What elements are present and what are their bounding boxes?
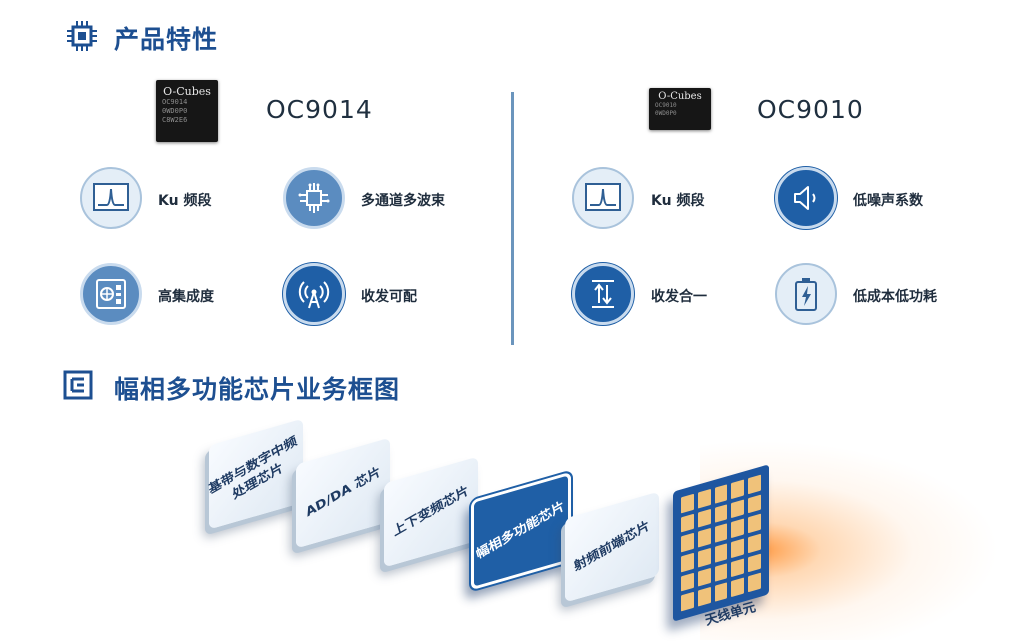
- column-divider: [511, 92, 514, 345]
- speaker-icon: [775, 167, 837, 229]
- section-title-features: 产品特性: [114, 25, 219, 54]
- chip-marking: C8W2E6: [162, 116, 188, 124]
- feature-label: 低噪声系数: [853, 193, 923, 209]
- diagram-block-updown-converter: 上下变频芯片: [384, 456, 478, 568]
- processor-icon: [283, 167, 345, 229]
- chip-section-icon: [66, 20, 98, 52]
- block-label: AD/DA 芯片: [303, 464, 382, 521]
- feature-label: 高集成度: [158, 289, 214, 305]
- model-name-oc9010: OC9010: [757, 95, 864, 124]
- chip-image-oc9014: O-Cubes OC9014 0WD0P0 C8W2E6: [156, 80, 218, 142]
- section-title-block-diagram: 幅相多功能芯片业务框图: [114, 375, 401, 404]
- waveform-icon: [572, 167, 634, 229]
- block-label: 上下变频芯片: [391, 483, 471, 540]
- chip-image-oc9010: O-Cubes OC9010 0WD0P0: [649, 88, 711, 130]
- diagram-block-baseband: 基带与数字中频处理芯片: [208, 418, 303, 530]
- feature-label: 收发可配: [361, 289, 417, 305]
- block-label: 幅相多功能芯片: [475, 498, 567, 563]
- chip-brand-text: O-Cubes: [658, 91, 702, 102]
- diagram-section-icon: [63, 370, 93, 400]
- chip-marking: OC9010: [655, 102, 677, 109]
- diagram-block-amplitude-phase: 幅相多功能芯片: [471, 471, 571, 591]
- integrated-board-icon: [80, 263, 142, 325]
- feature-label: 多通道多波束: [361, 193, 445, 209]
- chip-brand-text: O-Cubes: [163, 85, 211, 98]
- transceive-arrows-icon: [572, 263, 634, 325]
- feature-label: 低成本低功耗: [853, 289, 937, 305]
- diagram-block-adda: AD/DA 芯片: [296, 437, 390, 549]
- diagram-block-rf-frontend: 射频前端芯片: [565, 491, 659, 603]
- antenna-array: [673, 464, 769, 622]
- feature-label: 收发合一: [651, 289, 707, 305]
- chip-marking: OC9014: [162, 98, 188, 106]
- antenna-tower-icon: [283, 263, 345, 325]
- feature-label: Ku 频段: [158, 193, 212, 209]
- model-name-oc9014: OC9014: [266, 95, 373, 124]
- feature-label: Ku 频段: [651, 193, 705, 209]
- waveform-icon: [80, 167, 142, 229]
- battery-icon: [775, 263, 837, 325]
- chip-marking: 0WD0P0: [655, 110, 677, 117]
- block-label: 射频前端芯片: [572, 518, 652, 575]
- chip-marking: 0WD0P0: [162, 107, 188, 115]
